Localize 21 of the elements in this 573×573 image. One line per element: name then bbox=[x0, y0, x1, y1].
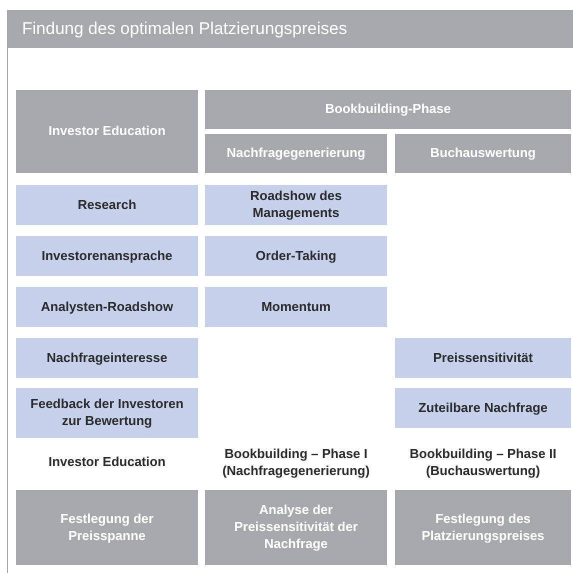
item-box: Feedback der Investoren zur Bewertung bbox=[16, 388, 198, 438]
item-box: Research bbox=[16, 185, 198, 225]
column-caption: Bookbuilding – Phase II (Buchauswertung) bbox=[408, 444, 558, 480]
header-box: Bookbuilding-Phase bbox=[205, 90, 571, 129]
item-box: Zuteilbare Nachfrage bbox=[395, 388, 571, 428]
item-box: Nachfrageinteresse bbox=[16, 338, 198, 378]
item-box: Preissensitivität bbox=[395, 338, 571, 378]
header-box: Festlegung der Preisspanne bbox=[16, 490, 198, 565]
item-box: Analysten-Roadshow bbox=[16, 287, 198, 327]
column-caption: Investor Education bbox=[47, 453, 167, 472]
item-box: Roadshow des Managements bbox=[205, 185, 387, 225]
column-caption: Bookbuilding – Phase I (Nachfragegenerierung) bbox=[221, 444, 371, 480]
header-box: Buchauswertung bbox=[395, 134, 571, 173]
header-box: Analyse der Preissensitivität der Nachfrage bbox=[205, 490, 387, 565]
item-box: Momentum bbox=[205, 287, 387, 327]
title-bar: Findung des optimalen Platzierungspreises bbox=[7, 10, 573, 48]
item-box: Investorenansprache bbox=[16, 236, 198, 276]
header-box: Festlegung des Platzierungspreises bbox=[395, 490, 571, 565]
header-box: Nachfragegenerierung bbox=[205, 134, 387, 173]
item-box: Order-Taking bbox=[205, 236, 387, 276]
header-box: Investor Education bbox=[16, 90, 198, 173]
